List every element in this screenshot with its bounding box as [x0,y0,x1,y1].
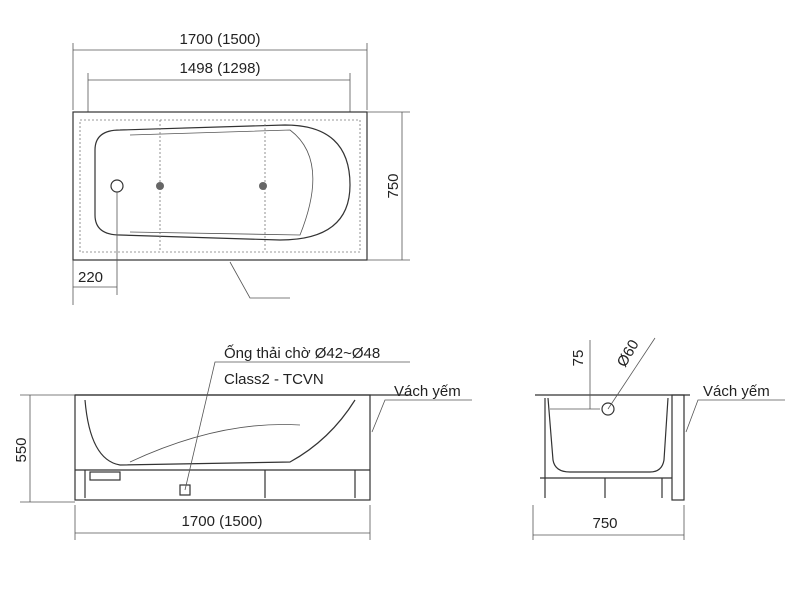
height-dim: 550 [13,437,30,462]
drain-pipe-label: Ống thải chờ Ø42~Ø48 [224,344,380,362]
drain-diameter-dim: Ø60 [614,337,643,370]
inner-length-dim: 1498 (1298) [180,60,261,77]
end-view: 75 Ø60 750 Vách yếm [532,337,785,540]
end-width-dim: 750 [592,515,617,532]
rim-depth-dim: 75 [570,350,587,367]
drain-standard-label: Class2 - TCVN [224,371,324,388]
overall-length-dim: 1700 (1500) [180,31,261,48]
side-view: 550 1700 (1500) Ống thải chờ Ø42~Ø48 Cla… [13,344,472,540]
drain-offset-dim: 220 [78,269,103,286]
apron-label-side: Vách yếm [394,383,461,400]
width-dim: 750 [385,173,402,198]
apron-label-end: Vách yếm [703,383,770,400]
top-view: 1700 (1500) 1498 (1298) 750 220 [72,31,410,305]
side-length-dim: 1700 (1500) [182,513,263,530]
